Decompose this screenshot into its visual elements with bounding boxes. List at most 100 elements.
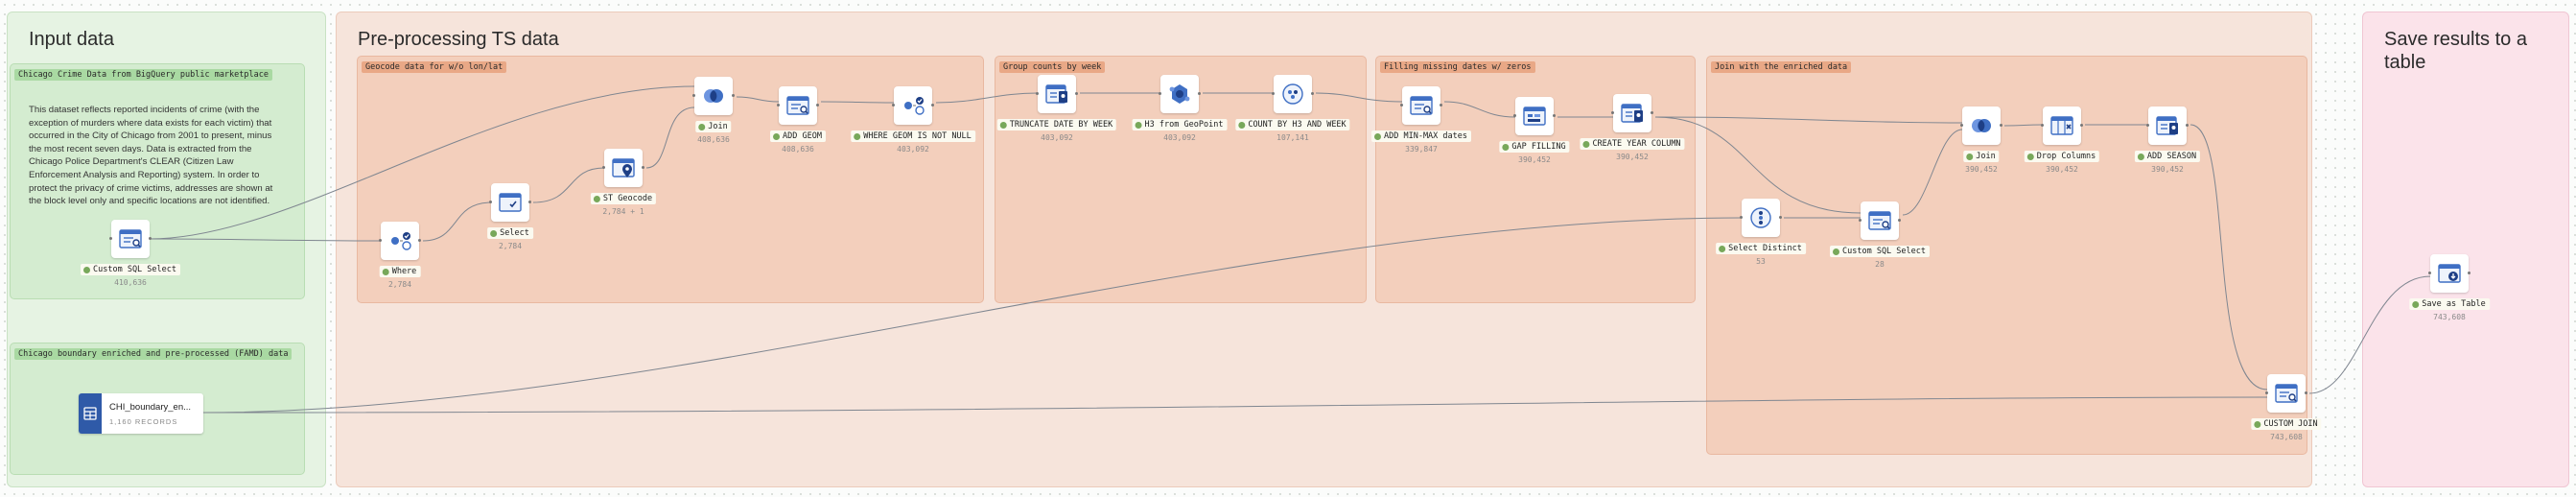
output-port[interactable] xyxy=(816,104,819,106)
input-port[interactable] xyxy=(1400,104,1403,106)
node-tile[interactable] xyxy=(1159,75,1201,113)
node-tile[interactable] xyxy=(2146,106,2189,145)
node-tile[interactable] xyxy=(1859,201,1901,240)
node-label: Select Distinct xyxy=(1716,243,1806,254)
input-port[interactable] xyxy=(777,104,780,106)
output-port[interactable] xyxy=(1651,111,1653,114)
node-tile[interactable] xyxy=(109,220,152,258)
node-row-count: 390,452 xyxy=(2046,165,2078,174)
input-port[interactable] xyxy=(1740,216,1743,219)
input-port[interactable] xyxy=(1036,92,1039,95)
output-port[interactable] xyxy=(642,166,644,169)
input-port[interactable] xyxy=(602,166,605,169)
node-label-text: Join xyxy=(708,122,728,131)
input-port[interactable] xyxy=(379,239,382,242)
input-port[interactable] xyxy=(1272,92,1275,95)
output-port[interactable] xyxy=(2305,391,2307,394)
node-tile[interactable] xyxy=(1400,86,1442,125)
status-ok-icon xyxy=(1238,121,1246,129)
input-port[interactable] xyxy=(2428,272,2431,274)
date-pin-icon xyxy=(2156,116,2178,135)
input-port[interactable] xyxy=(109,237,112,240)
input-port[interactable] xyxy=(1960,124,1963,127)
status-ok-icon xyxy=(1502,143,1510,151)
output-port[interactable] xyxy=(1898,219,1901,222)
status-ok-icon xyxy=(2137,153,2144,160)
join-icon xyxy=(704,89,723,103)
status-ok-icon xyxy=(1833,248,1839,255)
node-tile[interactable] xyxy=(1960,106,2002,145)
node-row-count: 2,784 + 1 xyxy=(602,207,644,216)
input-port[interactable] xyxy=(692,94,695,97)
input-port[interactable] xyxy=(2265,391,2268,394)
node-label-text: Drop Columns xyxy=(2036,152,2096,161)
node-tile[interactable] xyxy=(1611,94,1653,132)
output-port[interactable] xyxy=(1311,92,1314,95)
node-label: ADD GEOM xyxy=(770,130,826,142)
status-ok-icon xyxy=(854,132,861,140)
node-tile[interactable] xyxy=(2041,106,2083,145)
node-tile[interactable] xyxy=(892,86,934,125)
input-port[interactable] xyxy=(1859,219,1862,222)
drop-columns-icon xyxy=(2050,116,2073,135)
subgroup-title: Group counts by week xyxy=(999,61,1106,73)
datasource-band xyxy=(79,393,102,434)
geocode-pin-icon xyxy=(612,158,635,178)
group-title: Pre-processing TS data xyxy=(358,29,559,50)
node-label: Custom SQL Select xyxy=(81,264,180,275)
status-ok-icon xyxy=(1374,132,1381,140)
output-port[interactable] xyxy=(732,94,735,97)
subgroup-geocode: Geocode data for w/o lon/lat xyxy=(357,56,984,303)
node-row-count: 107,141 xyxy=(1276,133,1309,142)
output-port[interactable] xyxy=(931,104,934,106)
output-port[interactable] xyxy=(2000,124,2002,127)
output-port[interactable] xyxy=(1440,104,1442,106)
datasource-chi-boundary[interactable]: CHI_boundary_en... 1,160 RECORDS xyxy=(79,393,203,434)
node-tile[interactable] xyxy=(1272,75,1314,113)
status-ok-icon xyxy=(1135,121,1142,129)
join-icon xyxy=(1972,119,1991,132)
node-row-count: 743,608 xyxy=(2433,313,2466,321)
node-label-text: ADD GEOM xyxy=(783,131,822,141)
output-port[interactable] xyxy=(2080,124,2083,127)
input-port[interactable] xyxy=(2041,124,2044,127)
output-port[interactable] xyxy=(1779,216,1782,219)
h3-hex-icon xyxy=(1169,84,1190,104)
node-tile[interactable] xyxy=(2428,254,2471,293)
input-port[interactable] xyxy=(1159,92,1161,95)
node-label-text: ADD MIN-MAX dates xyxy=(1384,131,1467,141)
input-port[interactable] xyxy=(1611,111,1614,114)
node-tile[interactable] xyxy=(692,77,735,115)
node-tile[interactable] xyxy=(1036,75,1078,113)
output-port[interactable] xyxy=(2468,272,2471,274)
input-port[interactable] xyxy=(892,104,895,106)
output-port[interactable] xyxy=(1553,114,1556,117)
output-port[interactable] xyxy=(1075,92,1078,95)
input-port[interactable] xyxy=(489,201,492,203)
node-tile[interactable] xyxy=(1740,199,1782,237)
node-label: Select xyxy=(487,227,533,239)
node-tile[interactable] xyxy=(489,183,531,222)
node-tile[interactable] xyxy=(2265,374,2307,413)
output-port[interactable] xyxy=(149,237,152,240)
node-tile[interactable] xyxy=(777,86,819,125)
status-ok-icon xyxy=(2254,420,2261,428)
output-port[interactable] xyxy=(528,201,531,203)
node-row-count: 743,608 xyxy=(2270,433,2303,441)
status-ok-icon xyxy=(999,121,1007,129)
node-tile[interactable] xyxy=(1513,97,1556,135)
datasource-name: CHI_boundary_en... xyxy=(109,402,192,413)
datasource-record-count: 1,160 RECORDS xyxy=(109,417,178,426)
input-port[interactable] xyxy=(1513,114,1516,117)
output-port[interactable] xyxy=(418,239,421,242)
output-port[interactable] xyxy=(2186,124,2189,127)
input-port[interactable] xyxy=(2146,124,2149,127)
node-tile[interactable] xyxy=(602,149,644,187)
subgroup-title: Chicago boundary enriched and pre-proces… xyxy=(14,348,293,360)
output-port[interactable] xyxy=(1198,92,1201,95)
distinct-icon xyxy=(1750,207,1771,228)
node-label: WHERE GEOM IS NOT NULL xyxy=(851,130,975,142)
node-tile[interactable] xyxy=(379,222,421,260)
subgroup-title: Geocode data for w/o lon/lat xyxy=(362,61,507,73)
